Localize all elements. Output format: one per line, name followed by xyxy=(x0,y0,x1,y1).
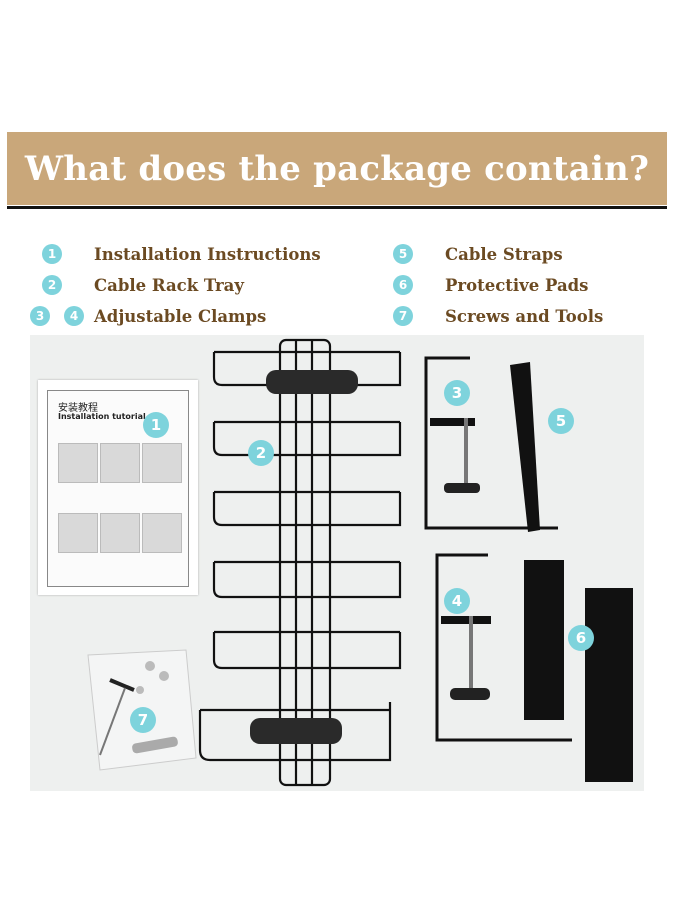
manual-step-image xyxy=(142,443,182,483)
number-badge: 5 xyxy=(393,244,413,264)
manual-step-image xyxy=(100,443,140,483)
number-badge: 1 xyxy=(42,244,62,264)
divider xyxy=(7,206,667,209)
cable-rack-tray xyxy=(198,338,402,787)
legend-item-cable-rack-tray: 2 Cable Rack Tray xyxy=(42,273,244,297)
mounting-plate xyxy=(250,718,342,744)
cable-strap xyxy=(510,362,540,532)
photo-badge: 5 xyxy=(548,408,574,434)
number-badge: 2 xyxy=(42,275,62,295)
legend-item-screws-and-tools: 7 Screws and Tools xyxy=(393,304,603,328)
photo-badge: 3 xyxy=(444,380,470,406)
clamp-4 xyxy=(435,553,572,742)
legend-item-cable-straps: 5 Cable Straps xyxy=(393,242,563,266)
photo-badge: 2 xyxy=(248,440,274,466)
number-badge: 4 xyxy=(64,306,84,326)
protective-pad xyxy=(524,560,564,720)
manual-step-image xyxy=(58,443,98,483)
legend-item-installation-instructions: 1 Installation Instructions xyxy=(42,242,321,266)
legend-label: Screws and Tools xyxy=(445,306,604,326)
banner-title: What does the package contain? xyxy=(24,148,650,189)
photo-badge: 4 xyxy=(444,588,470,614)
banner: What does the package contain? xyxy=(7,132,667,205)
number-badge: 6 xyxy=(393,275,413,295)
number-badge: 3 xyxy=(30,306,50,326)
legend-label: Cable Straps xyxy=(445,244,563,264)
manual-step-image xyxy=(142,513,182,553)
clamp-3 xyxy=(424,356,558,530)
legend-label: Protective Pads xyxy=(445,275,589,295)
protective-pad-stack xyxy=(585,588,633,782)
legend-item-adjustable-clamps: 3 4 Adjustable Clamps xyxy=(30,304,266,328)
legend-label: Cable Rack Tray xyxy=(94,275,244,295)
legend-label: Installation Instructions xyxy=(94,244,321,264)
manual-page: 安装教程 Installation tutorial xyxy=(47,390,189,587)
manual-title-cn: 安装教程 xyxy=(58,403,98,414)
legend-item-protective-pads: 6 Protective Pads xyxy=(393,273,588,297)
legend-label: Adjustable Clamps xyxy=(94,306,267,326)
photo-badge: 7 xyxy=(130,707,156,733)
mounting-plate xyxy=(266,370,358,394)
manual-step-image xyxy=(100,513,140,553)
manual-title-en: Installation tutorial xyxy=(58,412,146,421)
number-badge: 7 xyxy=(393,306,413,326)
installation-manual: 安装教程 Installation tutorial xyxy=(38,380,198,595)
photo-badge: 1 xyxy=(143,412,169,438)
photo-badge: 6 xyxy=(568,625,594,651)
manual-step-image xyxy=(58,513,98,553)
